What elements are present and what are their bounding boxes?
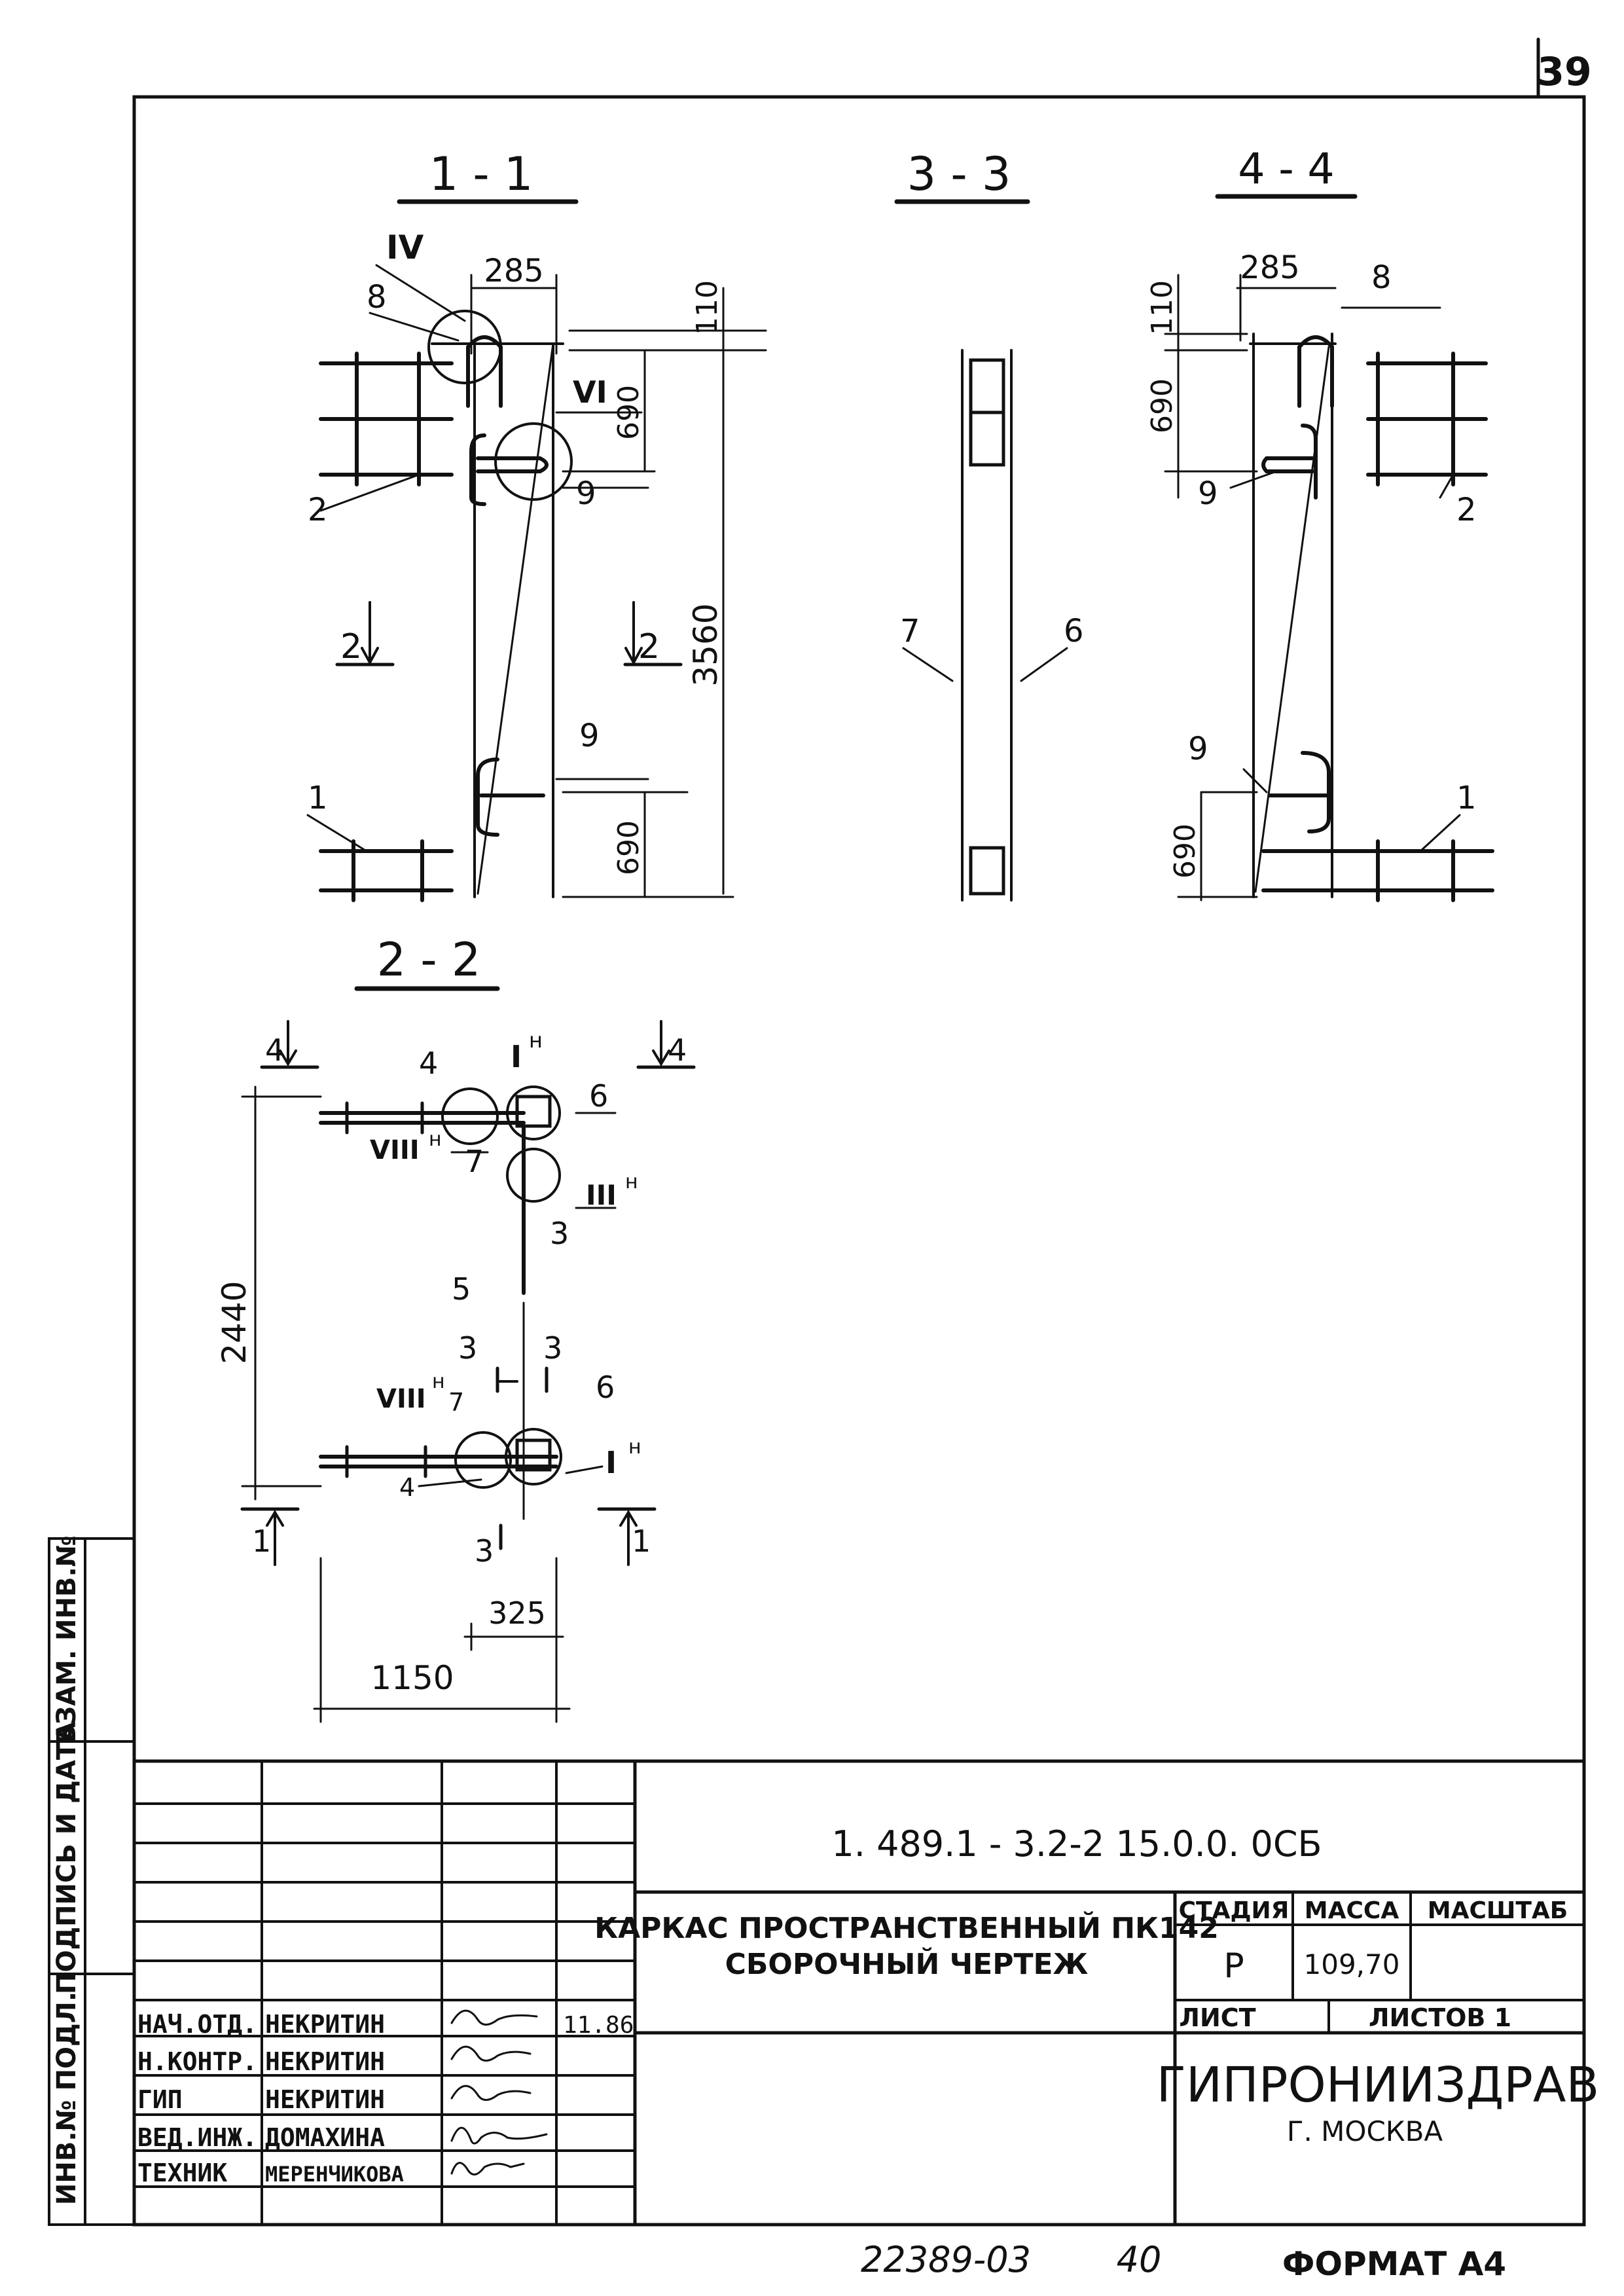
s11-cut-2-right: 2 bbox=[638, 627, 660, 666]
side-stamp-inv: ИНВ.№ ПОДЛ. bbox=[52, 1992, 82, 2205]
org-city: Г. МОСКВА bbox=[1287, 2115, 1443, 2147]
section-3-3 bbox=[894, 199, 1068, 902]
s22-pos-3-a: 3 bbox=[550, 1216, 569, 1251]
s11-mark-vi: VI bbox=[573, 374, 607, 410]
s44-pos-9b: 9 bbox=[1188, 731, 1208, 767]
section-label-3-3: 3 - 3 bbox=[907, 147, 1011, 201]
s11-pos-1: 1 bbox=[308, 780, 328, 816]
sheets-label: ЛИСТОВ 1 bbox=[1369, 2003, 1511, 2032]
s11-dim-690-bot: 690 bbox=[612, 820, 645, 875]
mass-label: МАССА bbox=[1305, 1897, 1399, 1924]
s22-cut-3-a: 3 bbox=[458, 1330, 477, 1366]
staff-name-3: НЕКРИТИН bbox=[265, 2085, 385, 2114]
staff-role-2: Н.КОНТР. bbox=[137, 2047, 257, 2076]
title-line-1: КАРКАС ПРОСТРАНСТВЕННЫЙ ПК142 bbox=[594, 1910, 1219, 1945]
staff-name-2: НЕКРИТИН bbox=[265, 2047, 385, 2076]
s44-dim-690-top: 690 bbox=[1146, 378, 1179, 433]
sheet-frame bbox=[132, 37, 1586, 2227]
title-line-2: СБОРОЧНЫЙ ЧЕРТЕЖ bbox=[725, 1946, 1089, 1981]
s22-mark-i-bot: I bbox=[605, 1445, 617, 1480]
s11-dim-3560: 3560 bbox=[687, 603, 725, 686]
s33-pos-7: 7 bbox=[900, 613, 920, 649]
s11-mark-iv: IV bbox=[386, 228, 424, 266]
s11-cut-2-left: 2 bbox=[340, 627, 362, 666]
s44-pos-1: 1 bbox=[1456, 780, 1477, 816]
s44-pos-9a: 9 bbox=[1198, 475, 1218, 512]
s22-pos-4-bot: 4 bbox=[399, 1473, 415, 1502]
org-name: ГИПРОНИИЗДРАВ bbox=[1157, 2057, 1600, 2113]
footer-page: 40 bbox=[1117, 2239, 1162, 2280]
section-label-4-4: 4 - 4 bbox=[1238, 145, 1335, 194]
s44-pos-2: 2 bbox=[1456, 492, 1477, 528]
s22-mark-h-2: н bbox=[429, 1128, 442, 1151]
scale-label: МАСШТАБ bbox=[1428, 1897, 1568, 1924]
s22-cut-3-bot: 3 bbox=[475, 1533, 494, 1569]
s22-cut-4-right: 4 bbox=[668, 1032, 687, 1068]
section-4-4 bbox=[1164, 194, 1494, 902]
s22-cut-1-right: 1 bbox=[632, 1523, 651, 1559]
s44-dim-285: 285 bbox=[1240, 249, 1300, 286]
staff-name-5: МЕРЕНЧИКОВА bbox=[265, 2162, 404, 2187]
s22-pos-5: 5 bbox=[452, 1271, 471, 1307]
staff-name-4: ДОМАХИНА bbox=[265, 2123, 385, 2152]
s44-pos-8: 8 bbox=[1371, 259, 1392, 296]
sheet-label: ЛИСТ bbox=[1179, 2003, 1255, 2032]
s22-mark-h-1: н bbox=[529, 1028, 543, 1053]
s22-dim-2440: 2440 bbox=[215, 1281, 253, 1364]
title-block-grid bbox=[132, 1759, 1586, 2227]
s22-mark-i-top: I bbox=[511, 1039, 522, 1074]
s44-dim-690-bot: 690 bbox=[1168, 824, 1202, 879]
footer-number: 22389-03 bbox=[861, 2239, 1031, 2280]
s22-cut-3-b: 3 bbox=[543, 1330, 562, 1366]
s22-mark-h-5: н bbox=[628, 1436, 641, 1459]
s22-mark-h-4: н bbox=[432, 1370, 445, 1393]
s22-pos-6-top: 6 bbox=[589, 1078, 608, 1114]
s22-dim-325: 325 bbox=[488, 1595, 546, 1631]
s11-pos-8: 8 bbox=[367, 279, 387, 316]
s22-mark-viii-bot: VIII bbox=[376, 1384, 426, 1414]
section-label-2-2: 2 - 2 bbox=[377, 933, 481, 987]
s22-mark-viii-top: VIII bbox=[370, 1135, 420, 1165]
s22-pos-7-top: 7 bbox=[465, 1144, 484, 1179]
signatures bbox=[450, 2009, 548, 2176]
side-stamp-podpis: ПОДПИСЬ И ДАТА bbox=[52, 1722, 82, 1994]
s22-cut-4-left: 4 bbox=[265, 1032, 284, 1068]
s11-pos-2: 2 bbox=[308, 492, 328, 528]
staff-role-3: ГИП bbox=[137, 2085, 183, 2114]
s11-pos-9b: 9 bbox=[579, 718, 600, 754]
footer-format: ФОРМАТ А4 bbox=[1282, 2245, 1506, 2283]
s33-pos-6: 6 bbox=[1064, 613, 1084, 649]
s22-pos-6-bot: 6 bbox=[596, 1370, 615, 1405]
mass-value: 109,70 bbox=[1304, 1948, 1400, 1980]
staff-role-1: НАЧ.ОТД. bbox=[137, 2010, 257, 2039]
s22-mark-iii: III bbox=[586, 1179, 617, 1211]
stage-label: СТАДИЯ bbox=[1179, 1897, 1290, 1924]
s22-dim-1150: 1150 bbox=[370, 1659, 454, 1697]
s11-dim-285: 285 bbox=[484, 253, 544, 289]
section-label-1-1: 1 - 1 bbox=[429, 147, 533, 201]
s11-pos-9a: 9 bbox=[576, 475, 596, 512]
section-2-2 bbox=[240, 986, 696, 1723]
staff-date-1: 11.86 bbox=[563, 2012, 634, 2039]
doc-code: 1. 489.1 - 3.2-2 15.0.0. 0СБ bbox=[831, 1823, 1322, 1865]
sheet-number: 39 bbox=[1537, 49, 1592, 95]
s44-dim-110: 110 bbox=[1146, 280, 1179, 335]
s22-pos-4-top: 4 bbox=[419, 1046, 438, 1081]
staff-name-1: НЕКРИТИН bbox=[265, 2010, 385, 2039]
staff-role-4: ВЕД.ИНЖ. bbox=[137, 2123, 257, 2152]
s11-dim-690-top: 690 bbox=[612, 385, 645, 440]
staff-role-5: ТЕХНИК bbox=[137, 2159, 227, 2187]
s22-pos-7-bot: 7 bbox=[448, 1388, 464, 1417]
s22-cut-1-left: 1 bbox=[252, 1523, 271, 1559]
s22-mark-h-3: н bbox=[625, 1171, 638, 1194]
stage-value: Р bbox=[1223, 1946, 1244, 1986]
side-stamp-vzam: ВЗАМ. ИНВ.№ bbox=[52, 1535, 82, 1745]
s11-dim-110: 110 bbox=[691, 280, 724, 335]
section-1-1 bbox=[306, 199, 767, 902]
